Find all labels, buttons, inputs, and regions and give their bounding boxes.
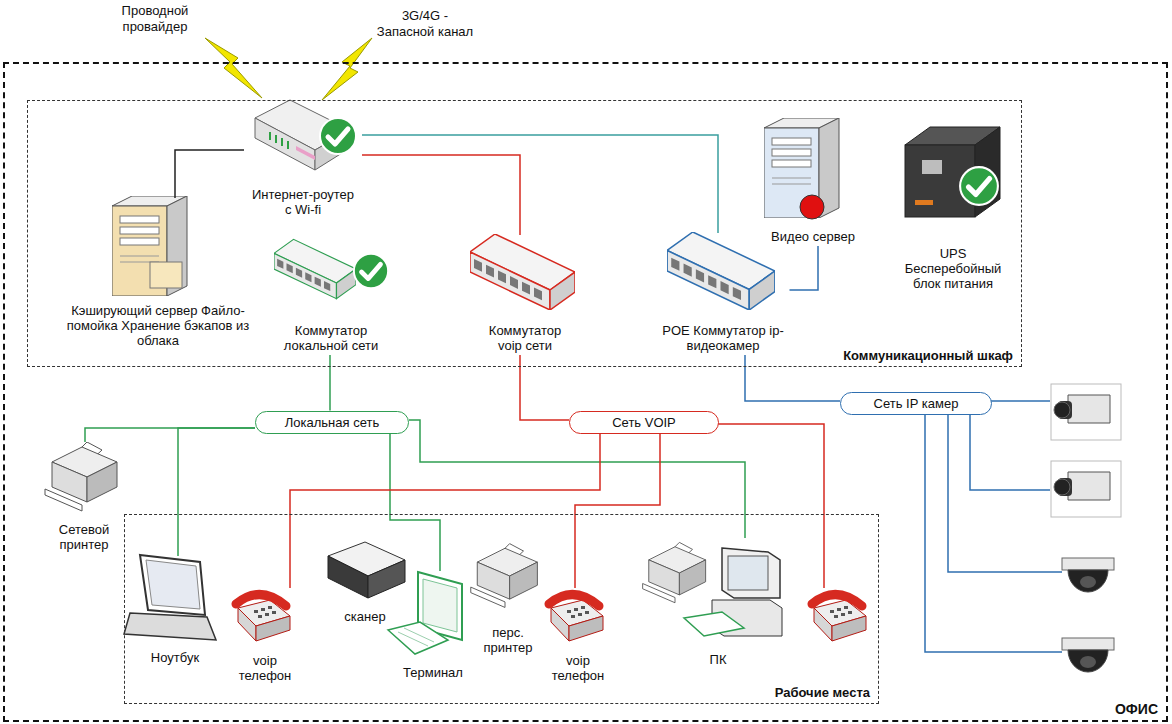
node-label: перс. принтер [476, 625, 541, 655]
pc-icon [684, 548, 782, 636]
phone-icons [236, 594, 866, 641]
node-label: Видео сервер [771, 229, 855, 244]
laptop-device: Ноутбук [130, 556, 220, 667]
node-label: POE Коммутатор ip-видеокамер [661, 323, 786, 353]
terminal-icon [388, 572, 462, 654]
connector-line [575, 434, 660, 589]
connector-line [85, 428, 255, 442]
node-label: Рабочие места [775, 685, 870, 700]
server-device: Кэширующий сервер Файло-помойка Хранение… [62, 198, 255, 350]
connector-line [790, 246, 819, 290]
connector-line [329, 355, 331, 411]
terminal-device: Терминал [393, 571, 473, 682]
network-pill: Сеть IP камер [840, 392, 992, 415]
connector-line [362, 155, 520, 235]
connector-line [745, 355, 840, 401]
switch-device: POE Коммутатор ip-видеокамер [657, 233, 790, 355]
cache-server-icon [112, 196, 187, 296]
office-region: ОФИС Коммуникационный шкаф Интернет-роутер… [3, 62, 1168, 722]
server-device: Видео сервер [767, 121, 859, 246]
cabinet-region: Коммуникационный шкаф Интернет-роутер с W… [27, 100, 1022, 367]
node-label: Сетевой принтер [44, 522, 124, 552]
scanner-device: сканер [330, 543, 400, 626]
scanner-icon [328, 542, 405, 598]
switch-icons [274, 232, 775, 310]
ups-icon [905, 127, 1000, 217]
router-icon [255, 100, 356, 170]
node-label: Терминал [403, 665, 463, 680]
wires [690, 401, 1062, 652]
connector-line [290, 434, 600, 589]
connector-line [175, 150, 244, 198]
laptop-icon [124, 555, 216, 640]
node-label: Коммуникационный шкаф [843, 348, 1013, 363]
lightning-bolts [205, 38, 372, 100]
node-label: ПК [710, 652, 727, 667]
node-label: Кэширующий сервер Файло-помойка Хранение… [66, 303, 251, 348]
workplace-region: Рабочие места Ноутбук voip телефон сканерТе… [124, 514, 879, 704]
phone-device: voip телефон [231, 588, 299, 685]
switch-device: Коммутатор локальной сети [272, 235, 390, 355]
printer-device: Сетевой принтер [40, 442, 128, 554]
node-label: voip телефон [548, 653, 608, 683]
node-label: UPS Бесперебойный блок питания [898, 246, 1008, 291]
connector-line [178, 428, 255, 556]
connector-line [520, 355, 569, 420]
network-pill: Сеть VOIP [569, 411, 719, 434]
node-label: Интернет-роутер с Wi-fi [248, 187, 358, 217]
node-label: Коммутатор локальной сети [276, 323, 386, 353]
phone-device: voip телефон [544, 588, 612, 685]
node-label: Сеть VOIP [612, 415, 676, 430]
node-label: сканер [344, 609, 385, 624]
video-server-icon [764, 118, 839, 219]
node-label: Локальная сеть [285, 415, 379, 430]
switch-device: Коммутатор voip сети [473, 235, 578, 355]
connector-line [409, 420, 745, 538]
annotation-label: 3G/4G - Запасной канал [373, 8, 477, 40]
node-label: ОФИС [1115, 702, 1158, 717]
network-pill: Локальная сеть [255, 411, 409, 434]
connector-line [362, 135, 718, 233]
camera-icons [1051, 384, 1121, 672]
connector-line [390, 434, 440, 572]
router-device: Интернет-роутер с Wi-fi [244, 103, 362, 219]
annotation-label: Проводной провайдер [105, 3, 205, 35]
node-label: Ноутбук [151, 650, 199, 665]
node-label: voip телефон [235, 653, 295, 683]
ups-device: UPS Бесперебойный блок питания [894, 128, 1012, 293]
printer-device: перс. принтер [471, 543, 545, 657]
node-label: Сеть IP камер [874, 396, 959, 411]
node-label: Коммутатор voip сети [480, 323, 570, 353]
pc-device: ПК [648, 538, 788, 669]
